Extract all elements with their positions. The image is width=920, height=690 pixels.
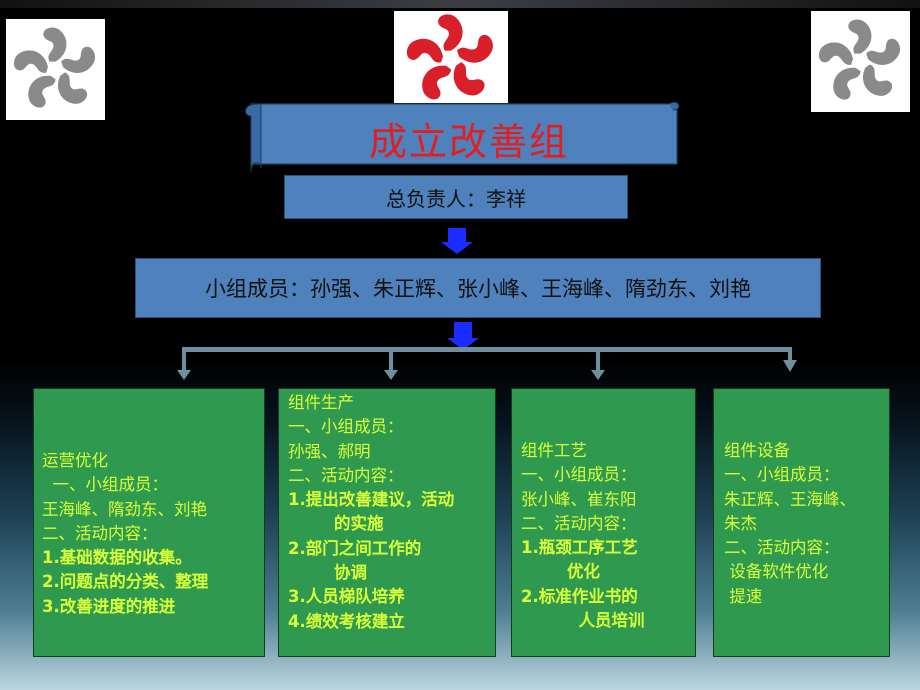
pinwheel-logo-gray-icon xyxy=(816,19,904,103)
card-line: 3.改善进度的推进 xyxy=(42,596,176,616)
card-title: 运营优化 xyxy=(42,451,108,470)
pinwheel-logo-gray-icon xyxy=(11,27,99,111)
card-line: 2.标准作业书的 xyxy=(521,586,638,606)
group-card-production: 组件生产 一、小组成员： 孙强、郝明 二、活动内容： 1.提出改善建议，活动 的… xyxy=(278,388,496,657)
card-line: 二、活动内容： xyxy=(42,523,158,543)
card-line: 1.提出改善建议，活动 xyxy=(288,490,455,510)
card-line: 优化 xyxy=(521,562,600,582)
top-border xyxy=(0,0,920,8)
card-line: 王海峰、隋劲东、刘艳 xyxy=(42,499,207,519)
card-line: 4.绩效考核建立 xyxy=(288,611,405,631)
card-line: 二、活动内容： xyxy=(724,538,840,558)
card-line: 3.人员梯队培养 xyxy=(288,587,405,607)
card-line: 朱杰 xyxy=(724,513,757,533)
card-line: 人员培训 xyxy=(521,611,645,631)
logo-left xyxy=(6,19,105,120)
card-line: 张小峰、崔东阳 xyxy=(521,489,637,509)
card-title: 组件工艺 xyxy=(521,441,587,460)
card-line: 1.基础数据的收集。 xyxy=(42,548,192,568)
group-card-operations: 运营优化 一、小组成员： 王海峰、隋劲东、刘艳 二、活动内容： 1.基础数据的收… xyxy=(33,388,265,657)
leader-box: 总负责人：李祥 xyxy=(284,175,628,219)
card-line: 的实施 xyxy=(288,514,384,534)
card-line: 一、小组成员： xyxy=(288,417,404,437)
card-line: 朱正辉、王海峰、 xyxy=(724,489,856,509)
logo-center xyxy=(394,11,508,103)
members-box: 小组成员：孙强、朱正辉、张小峰、王海峰、隋劲东、刘艳 xyxy=(135,258,821,318)
card-line: 一、小组成员： xyxy=(724,465,840,485)
group-card-process: 组件工艺 一、小组成员： 张小峰、崔东阳 二、活动内容： 1.瓶颈工序工艺 优化… xyxy=(511,388,696,657)
card-line: 二、活动内容： xyxy=(521,513,637,533)
page-title: 成立改善组 xyxy=(368,119,569,164)
card-line: 一、小组成员： xyxy=(42,475,168,495)
card-line: 孙强、郝明 xyxy=(288,441,371,461)
card-title: 组件生产 xyxy=(288,393,354,412)
pinwheel-logo-red-blue-icon xyxy=(404,14,497,103)
card-line: 2.部门之间工作的 xyxy=(288,538,422,558)
card-line: 二、活动内容： xyxy=(288,465,404,485)
title-banner: 成立改善组 xyxy=(243,100,680,172)
card-line: 协调 xyxy=(288,563,367,583)
group-card-equipment: 组件设备 一、小组成员： 朱正辉、王海峰、 朱杰 二、活动内容： 设备软件优化 … xyxy=(713,388,890,657)
card-line: 提速 xyxy=(724,586,763,606)
card-title: 组件设备 xyxy=(724,441,790,460)
card-line: 1.瓶颈工序工艺 xyxy=(521,538,638,558)
card-line: 一、小组成员： xyxy=(521,465,637,485)
logo-right xyxy=(811,11,910,112)
card-line: 设备软件优化 xyxy=(724,562,829,582)
card-line: 2.问题点的分类、整理 xyxy=(42,572,209,592)
